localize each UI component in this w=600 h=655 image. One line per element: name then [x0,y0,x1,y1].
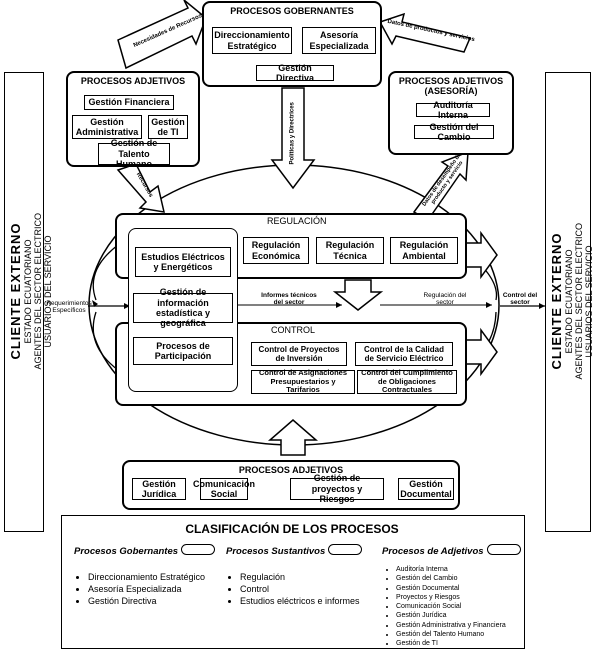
legend-item: Estudios eléctricos e informes [240,595,386,607]
box-reg-economica[interactable]: Regulación Económica [243,237,309,264]
box-reg-tecnica[interactable]: Regulación Técnica [316,237,384,264]
box-ctrl-cumplimiento[interactable]: Control del Cumplimiento de Obligaciones… [357,368,457,394]
box-ti[interactable]: Gestión de TI [148,115,188,139]
box-ctrl-calidad[interactable]: Control de la Calidad de Servicio Eléctr… [355,342,453,366]
label-informes: Informes técnicos del sector [261,292,317,307]
cliente-left-content: CLIENTE EXTERNO ESTADO ECUATORIANO AGENT… [8,213,53,370]
bottom-up-arrow [267,419,319,456]
left-input-head [124,303,130,309]
legend-item: Gestión Documental [396,584,524,593]
label-requerimientos: Requerimientos Específicos [46,300,92,315]
legend-gobernantes-heading: Procesos Gobernantes [74,546,179,557]
cliente-right-line2: AGENTES DEL SECTOR ELECTRICO [574,223,584,380]
legend-item: Proyectos y Riesgos [396,593,524,602]
box-comunicacion[interactable]: Comunicación Social [193,478,256,500]
regulacion-label: REGULACIÓN [267,216,327,226]
legend-sustantivos-heading: Procesos Sustantivos [226,546,326,557]
box-gestion-directiva[interactable]: Gestión Directiva [256,63,334,83]
legend-title: CLASIFICACIÓN DE LOS PROCESOS [185,522,399,536]
box-cambio[interactable]: Gestión del Cambio [414,122,494,142]
cliente-right-line3: USUARIOS DEL SERVICIO [584,245,594,358]
box-informacion[interactable]: Gestión de información estadística y geo… [133,287,233,328]
cliente-right-content: CLIENTE EXTERNO ESTADO ECUATORIANO AGENT… [549,223,594,380]
label-politicas: Políticas y Directrices [289,102,296,165]
legend-item: Gestión del Cambio [396,574,524,583]
box-financiera[interactable]: Gestión Financiera [84,95,174,110]
box-estudios[interactable]: Estudios Eléctricos y Energéticos [135,247,231,277]
legend-item: Direccionamiento Estratégico [88,571,219,583]
cliente-left-line1: ESTADO ECUATORIANO [23,239,33,344]
adjetivos-bottom-title: PROCESOS ADJETIVOS [238,465,344,475]
legend-item: Gestión del Talento Humano [396,630,524,639]
adjetivos-right-title-1: PROCESOS ADJETIVOS [398,76,504,86]
adjetivos-right-panel: PROCESOS ADJETIVOS (ASESORÍA) Auditoría … [388,71,514,155]
box-participacion[interactable]: Procesos de Participación [133,337,233,365]
datos-desempeno-arrow [412,150,469,221]
politicas-arrow [270,87,316,190]
legend-col-gobernantes: Procesos Gobernantes Direccionamiento Es… [74,541,219,607]
adjetivos-left-title: PROCESOS ADJETIVOS [80,76,186,86]
cliente-right-heading: CLIENTE EXTERNO [549,232,564,370]
box-ctrl-proyectos[interactable]: Control de Proyectos de Inversión [251,342,347,366]
box-auditoria[interactable]: Auditoría Interna [416,100,490,120]
reg-output-arrow [465,230,498,280]
legend-sustantivos-list: Regulación Control Estudios eléctricos e… [226,571,386,607]
legend-item: Auditoría Interna [396,565,524,574]
center-down-arrow [332,279,384,311]
box-ctrl-asignaciones[interactable]: Control de Asignaciones Presupuestarios … [251,368,355,394]
cliente-right-line1: ESTADO ECUATORIANO [564,249,574,354]
legend-item: Asesoría Especializada [88,583,219,595]
legend-col-adjetivos: Procesos de Adjetivos Auditoría Interna … [382,541,524,649]
box-asesoria[interactable]: Asesoría Especializada [302,27,376,54]
adjetivos-swatch [486,544,521,556]
legend-item: Control [240,583,386,595]
label-control-sector: Control del sector [502,292,538,307]
cliente-left-line2: AGENTES DEL SECTOR ELECTRICO [33,213,43,370]
legend-panel: CLASIFICACIÓN DE LOS PROCESOS Procesos G… [61,515,525,649]
label-regulacion-sector: Regulación del sector [423,292,467,307]
cliente-left-heading: CLIENTE EXTERNO [8,222,23,360]
control-label: CONTROL [271,325,316,335]
legend-item: Gestión Administrativa y Financiera [396,621,524,630]
legend-item: Gestión Directiva [88,595,219,607]
datos-productos-arrow [378,12,472,53]
left-arc-bottom [92,311,119,371]
cliente-left-line3: USUARIOS DEL SERVICIO [43,235,53,348]
gobernantes-panel: PROCESOS GOBERNANTES Direccionamiento Es… [202,1,382,87]
box-talento[interactable]: Gestión de Talento Humano [98,138,170,169]
box-documental[interactable]: Gestión Documental [398,478,454,500]
box-administrativa[interactable]: Gestión Administrativa [72,115,142,139]
legend-adjetivos-heading: Procesos de Adjetivos [382,546,484,557]
necesidades-arrow [117,0,207,70]
box-reg-ambiental[interactable]: Regulación Ambiental [390,237,458,264]
legend-item: Gestión Jurídica [396,611,524,620]
box-juridica[interactable]: Gestión Jurídica [132,478,186,500]
adjetivos-right-title-2: (ASESORÍA) [424,86,478,96]
legend-item: Regulación [240,571,386,583]
gobernantes-swatch [181,544,216,556]
ctrl-output-arrow [465,327,498,377]
box-direccionamiento[interactable]: Direccionamiento Estratégico [212,27,292,54]
gobernantes-title: PROCESOS GOBERNANTES [230,6,354,16]
legend-adjetivos-list: Auditoría Interna Gestión del Cambio Ges… [382,565,524,649]
legend-item: Gestión de TI [396,639,524,648]
legend-gobernantes-list: Direccionamiento Estratégico Asesoría Es… [74,571,219,607]
sustantivos-swatch [328,544,363,556]
adjetivos-bottom-panel: PROCESOS ADJETIVOS Gestión Jurídica Comu… [122,460,460,510]
adjetivos-left-panel: PROCESOS ADJETIVOS Gestión Financiera Ge… [66,71,200,169]
recursos-arrow [116,163,165,213]
legend-item: Comunicación Social [396,602,524,611]
cliente-right-panel: CLIENTE EXTERNO ESTADO ECUATORIANO AGENT… [545,72,594,532]
box-proyectos[interactable]: Gestión de proyectos y Riesgos [290,473,384,504]
left-arc-top [92,244,119,301]
legend-col-sustantivos: Procesos Sustantivos Regulación Control … [226,541,386,607]
cliente-left-panel: CLIENTE EXTERNO ESTADO ECUATORIANO AGENT… [4,72,53,532]
estudios-column: Estudios Eléctricos y Energéticos Gestió… [128,228,238,392]
